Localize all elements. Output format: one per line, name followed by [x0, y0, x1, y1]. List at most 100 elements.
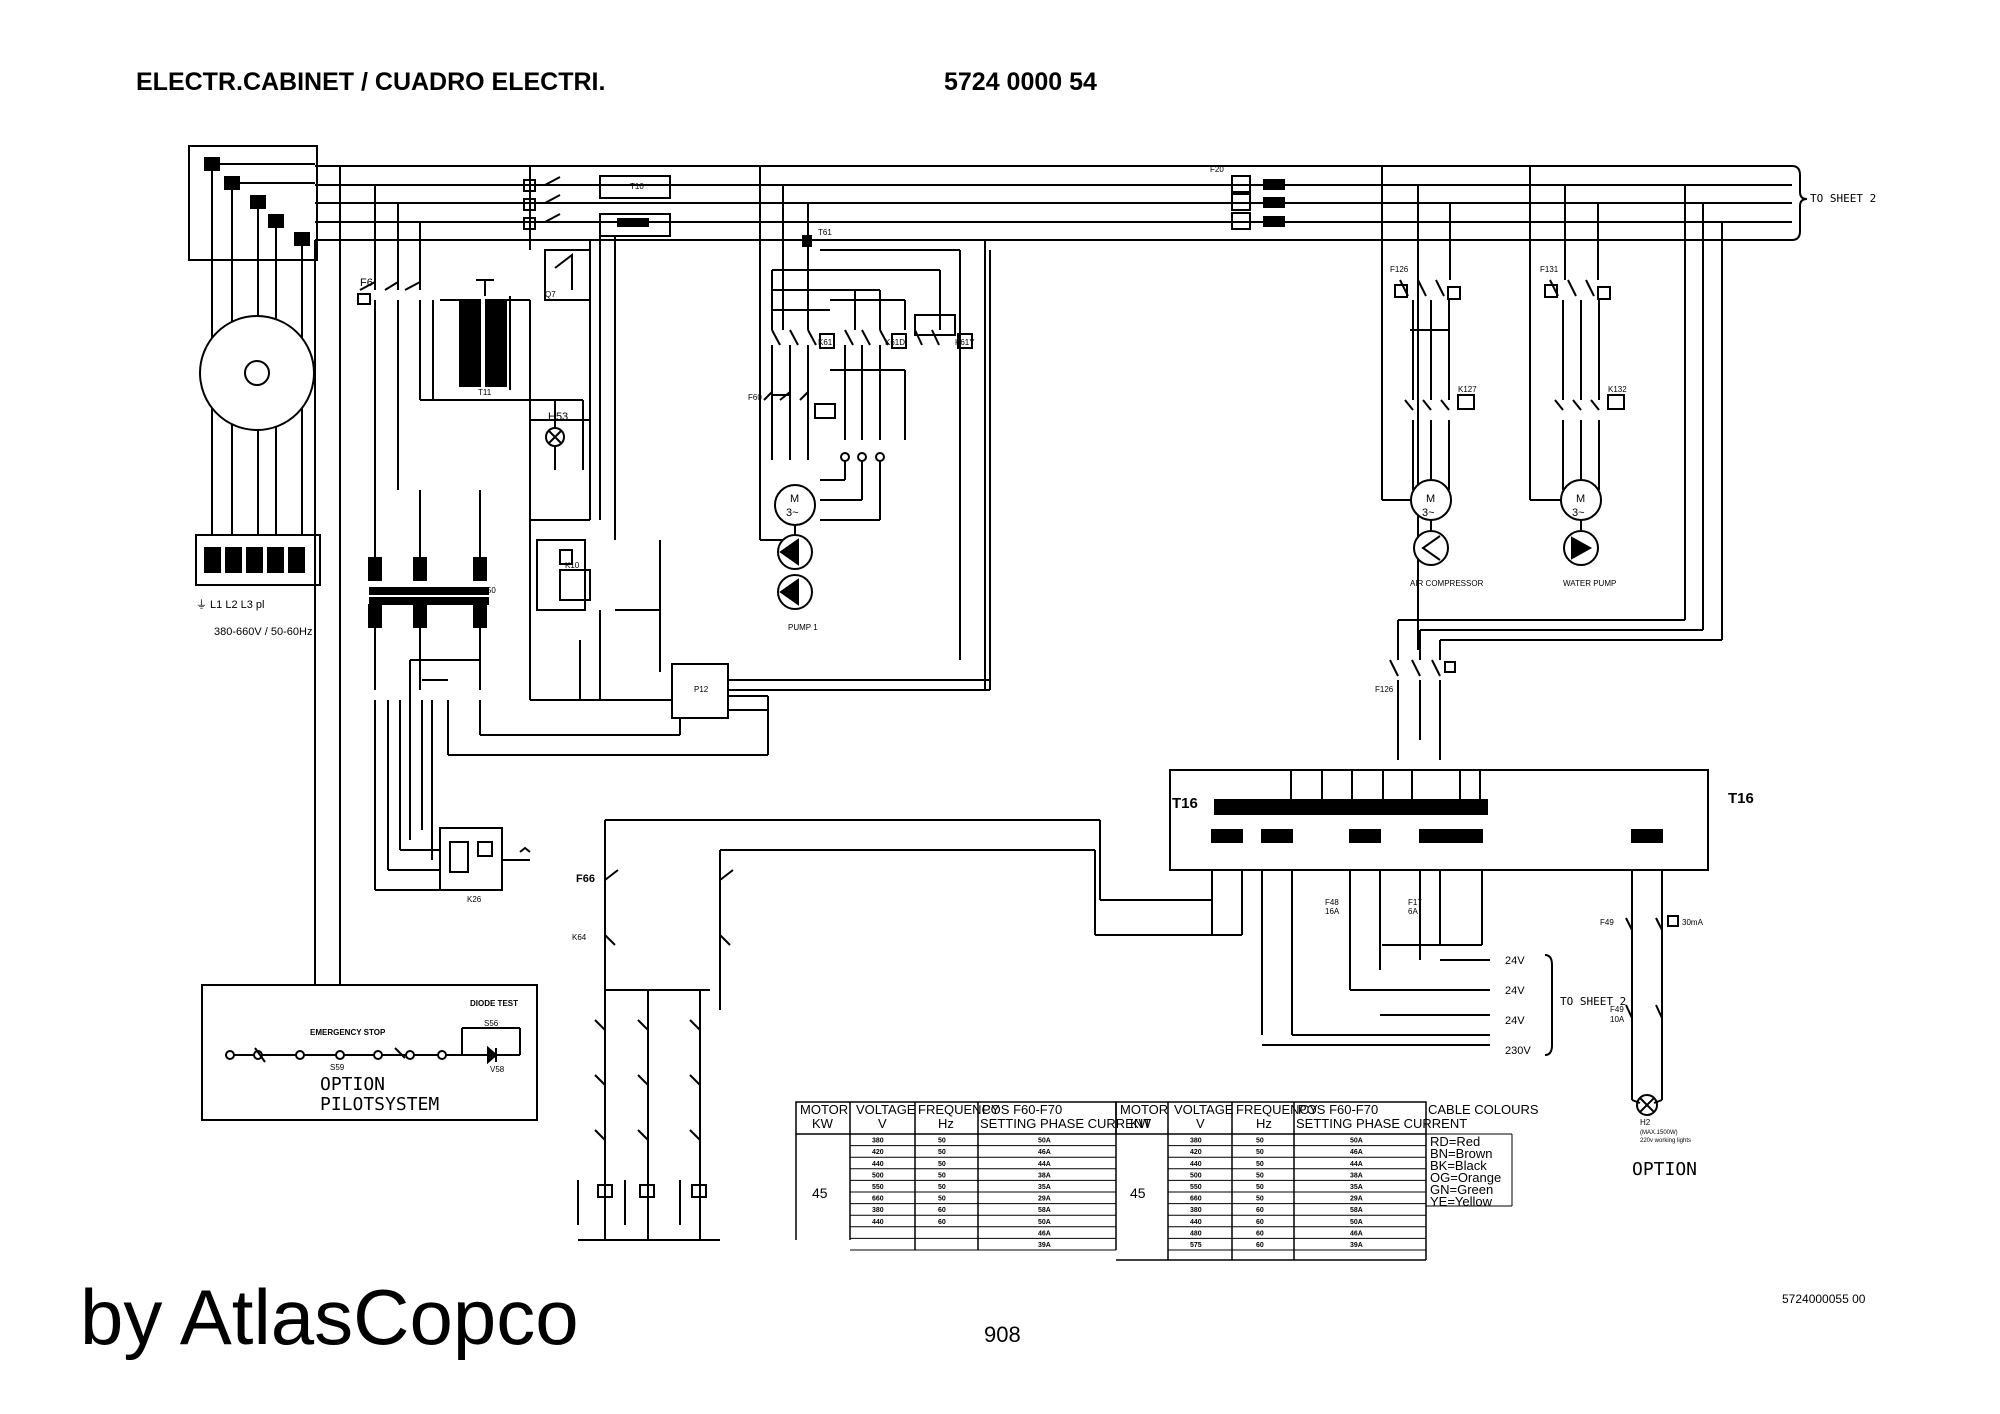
water-pump-branch — [1529, 166, 1625, 566]
emergency-stop-label: EMERGENCY STOP — [310, 1028, 386, 1037]
t16-label-right: T16 — [1728, 790, 1754, 807]
tl-h-motor: MOTOR — [800, 1102, 848, 1117]
t16-transformer — [1169, 769, 1709, 1035]
control-circuit — [577, 819, 1212, 1241]
table-cell: 50A — [1350, 1219, 1363, 1226]
k64-label: K64 — [572, 933, 587, 942]
f49-h2-branch — [1625, 870, 1679, 1116]
pump1-label: PUMP 1 — [788, 623, 818, 632]
tr-sh-setting: SETTING PHASE CURRENT — [1296, 1116, 1467, 1131]
table-cell: 380 — [872, 1138, 884, 1145]
tl-h-frequency: FREQUENCY — [918, 1102, 1000, 1117]
table-cell: 50 — [1256, 1161, 1264, 1168]
table-cell: 440 — [872, 1219, 884, 1226]
table-cell: 39A — [1038, 1242, 1051, 1249]
f60-label: F60 — [748, 393, 762, 402]
table-cell: 440 — [872, 1161, 884, 1168]
sheet-code: 5724 0000 54 — [944, 68, 1097, 96]
to-sheet2-top: TO SHEET 2 — [1810, 192, 1876, 205]
supply-terminal-block — [195, 534, 321, 586]
table-cell: 29A — [1038, 1196, 1051, 1203]
f17-label: F17 — [1408, 898, 1422, 907]
k127-label: K127 — [1458, 385, 1477, 394]
tl-h-pos: POS F60-F70 — [982, 1102, 1062, 1117]
pilot-system-box — [201, 984, 538, 1121]
voltage-out-2: 24V — [1505, 985, 1525, 997]
table-cell: 50 — [938, 1184, 946, 1191]
table-cell: 660 — [872, 1196, 884, 1203]
tr-kw-value: 45 — [1130, 1185, 1146, 1201]
cable-colour-og: OG=Orange — [1430, 1170, 1501, 1185]
table-cell: 29A — [1350, 1196, 1363, 1203]
f49b-rating: 10A — [1610, 1015, 1625, 1024]
table-cell: 660 — [1190, 1196, 1202, 1203]
k61-label: K61 — [818, 338, 833, 347]
cable-colour-ye: YE=Yellow — [1430, 1194, 1493, 1209]
f48-label: F48 — [1325, 898, 1339, 907]
table-cell: 60 — [938, 1219, 946, 1226]
h53-lamp — [520, 399, 584, 470]
k132-label: K132 — [1608, 385, 1627, 394]
motor-table-left: MOTOR VOLTAGE FREQUENCY POS F60-F70 KW V… — [795, 1101, 1151, 1251]
table-cell: 35A — [1038, 1184, 1051, 1191]
s56-label: S56 — [484, 1019, 499, 1028]
f126-lower-label: F126 — [1375, 685, 1394, 694]
table-cell: 50 — [1256, 1184, 1264, 1191]
table-cell: 46A — [1038, 1149, 1051, 1156]
tl-sh-hz: Hz — [938, 1116, 954, 1131]
air-motor-phase: 3~ — [1422, 507, 1435, 519]
tl-sh-setting: SETTING PHASE CURRENT — [980, 1116, 1151, 1131]
k26-relay — [375, 827, 531, 891]
diode-test-label: DIODE TEST — [470, 999, 518, 1008]
table-cell: 380 — [872, 1207, 884, 1214]
tr-sh-hz: Hz — [1256, 1116, 1272, 1131]
water-pump-label: WATER PUMP — [1563, 579, 1616, 588]
f6-label: F6 — [360, 277, 373, 289]
pilot-option-label: OPTION — [320, 1074, 385, 1095]
k26-label: K26 — [467, 895, 482, 904]
f131-label: F131 — [1540, 265, 1559, 274]
f20-label: F20 — [1210, 165, 1224, 174]
table-cell: 420 — [1190, 1149, 1202, 1156]
table-cell: 50 — [1256, 1172, 1264, 1179]
supply-voltage: 380-660V / 50-60Hz — [214, 626, 312, 638]
table-cell: 440 — [1190, 1161, 1202, 1168]
main-bus — [315, 165, 1808, 241]
h2-label: H2 — [1640, 1118, 1651, 1127]
tl-h-voltage: VOLTAGE — [856, 1102, 916, 1117]
voltage-out-4: 230V — [1505, 1045, 1531, 1057]
table-cell: 35A — [1350, 1184, 1363, 1191]
v58-label: V58 — [490, 1065, 505, 1074]
cable-colour-bn: BN=Brown — [1430, 1146, 1493, 1161]
table-cell: 50 — [938, 1196, 946, 1203]
table-cell: 440 — [1190, 1219, 1202, 1226]
water-motor-symbol: M — [1576, 493, 1585, 505]
k10-label: K10 — [565, 561, 580, 570]
table-cell: 38A — [1038, 1172, 1051, 1179]
table-cell: 50A — [1038, 1219, 1051, 1226]
table-cell: 550 — [872, 1184, 884, 1191]
tr-sh-kw: KW — [1130, 1116, 1152, 1131]
table-cell: 50A — [1038, 1138, 1051, 1145]
air-motor-symbol: M — [1426, 493, 1435, 505]
table-cell: 60 — [938, 1207, 946, 1214]
to-sheet2-mid: TO SHEET 2 — [1560, 995, 1626, 1008]
low-voltage-outputs — [720, 849, 1553, 1056]
t61-label: T61 — [818, 228, 832, 237]
t50-label: T50 — [482, 586, 496, 595]
table-cell: 50 — [938, 1138, 946, 1145]
water-motor-phase: 3~ — [1572, 507, 1585, 519]
tl-sh-kw: KW — [812, 1116, 834, 1131]
table-cell: 60 — [1256, 1207, 1264, 1214]
table-cell: 44A — [1038, 1161, 1051, 1168]
h2-note1: (MAX.1500W) — [1640, 1130, 1678, 1136]
h2-option-label: OPTION — [1632, 1159, 1697, 1180]
f48-rating: 16A — [1325, 907, 1340, 916]
voltage-out-1: 24V — [1505, 955, 1525, 967]
tr-h-motor: MOTOR — [1120, 1102, 1168, 1117]
pump1-motor-phase: 3~ — [786, 507, 799, 519]
brand-footer: by AtlasCopco — [80, 1273, 579, 1361]
f20-fuses — [1231, 175, 1285, 230]
q7-label: Q7 — [545, 290, 556, 299]
table-cell: 60 — [1256, 1219, 1264, 1226]
